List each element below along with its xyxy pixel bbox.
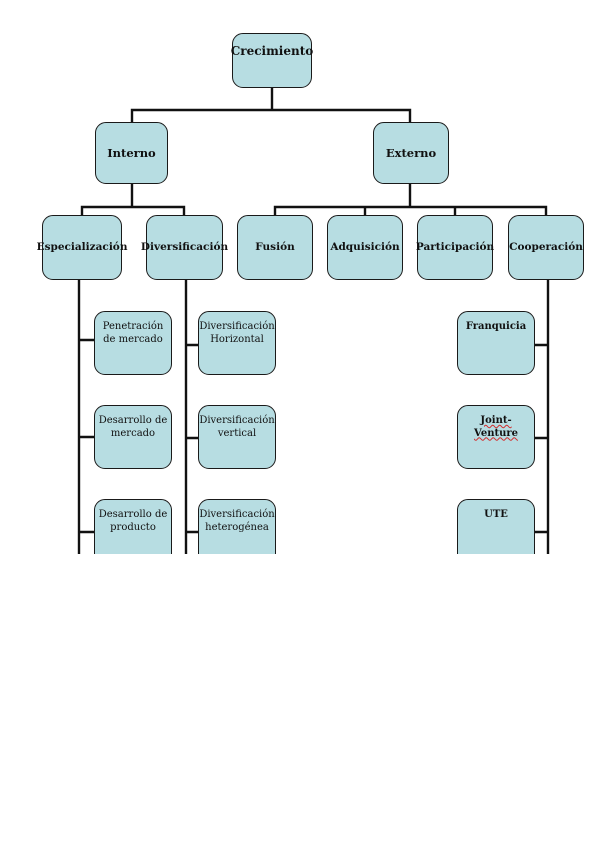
connector-spine-especializacion bbox=[77, 280, 95, 554]
node-adquisicion: Adquisición bbox=[327, 215, 403, 280]
node-especializacion: Especialización bbox=[37, 215, 127, 280]
node-franquicia: Franquicia bbox=[457, 311, 535, 375]
node-crecimiento: Crecimiento bbox=[230, 33, 314, 88]
node-crecimiento-label: Crecimiento bbox=[230, 44, 314, 58]
node-joint-venture-label: Joint-Venture bbox=[474, 415, 518, 439]
node-diversificacion-heterogenea-label: Diversificación heterogénea bbox=[199, 509, 275, 533]
node-franquicia-label: Franquicia bbox=[465, 321, 527, 332]
node-cooperacion: Cooperación bbox=[508, 215, 584, 280]
node-diversificacion-horizontal: Diversificación Horizontal bbox=[198, 311, 276, 375]
node-penetracion-de-mercado: Penetración de mercado bbox=[94, 311, 172, 375]
node-fusion-label: Fusión bbox=[255, 240, 295, 253]
connector-external-to-children bbox=[273, 183, 548, 216]
node-externo-label: Externo bbox=[385, 145, 437, 160]
node-adquisicion-label: Adquisición bbox=[330, 240, 400, 253]
node-interno: Interno bbox=[95, 122, 168, 184]
connector-internal-to-children bbox=[80, 183, 186, 216]
node-externo: Externo bbox=[373, 122, 449, 184]
node-desarrollo-de-producto-label: Desarrollo de producto bbox=[98, 509, 168, 533]
page-blank-area bbox=[0, 554, 599, 848]
node-interno-label: Interno bbox=[107, 145, 156, 160]
node-desarrollo-de-mercado: Desarrollo de mercado bbox=[94, 405, 172, 469]
connector-spine-cooperacion bbox=[534, 280, 550, 554]
node-especializacion-label: Especialización bbox=[36, 240, 128, 253]
node-diversificacion-label: Diversificación bbox=[140, 240, 229, 253]
node-fusion: Fusión bbox=[237, 215, 313, 280]
node-participacion: Participación bbox=[415, 215, 495, 280]
node-diversificacion: Diversificación bbox=[141, 215, 228, 280]
connector-root-to-level1 bbox=[130, 87, 412, 123]
node-diversificacion-horizontal-label: Diversificación Horizontal bbox=[199, 321, 275, 345]
node-desarrollo-de-mercado-label: Desarrollo de mercado bbox=[98, 415, 168, 439]
node-participacion-label: Participación bbox=[415, 240, 495, 253]
node-joint-venture: Joint-Venture bbox=[457, 405, 535, 469]
node-penetracion-de-mercado-label: Penetración de mercado bbox=[102, 321, 164, 345]
node-diversificacion-vertical-label: Diversificación vertical bbox=[199, 415, 275, 439]
node-ute-label: UTE bbox=[484, 509, 508, 520]
connector-spine-diversificacion bbox=[184, 280, 199, 554]
node-cooperacion-label: Cooperación bbox=[509, 240, 583, 253]
node-diversificacion-vertical: Diversificación vertical bbox=[198, 405, 276, 469]
